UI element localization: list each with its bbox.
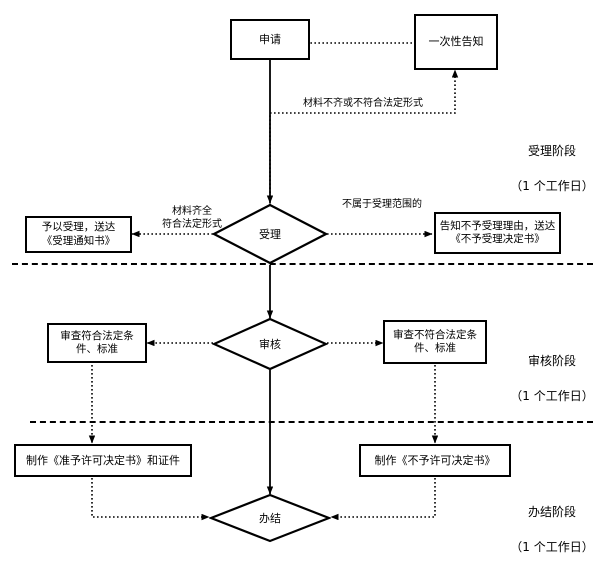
divider-accept-review bbox=[12, 263, 593, 265]
stage-label-accept: 受理阶段 （1 个工作日） bbox=[504, 126, 600, 213]
node-one-time-notice[interactable]: 一次性告知 bbox=[414, 14, 498, 70]
stage-label-finish-name: 办结阶段 bbox=[527, 505, 576, 520]
edge-label-materials-complete: 材料齐全 符合法定形式 bbox=[140, 192, 244, 231]
node-one-time-notice-label: 一次性告知 bbox=[428, 35, 484, 49]
node-apply[interactable]: 申请 bbox=[230, 19, 310, 60]
node-apply-label: 申请 bbox=[259, 32, 281, 46]
node-accept-no-label: 告知不予受理理由，送达《不予受理决定书》 bbox=[439, 219, 556, 245]
stage-label-accept-name: 受理阶段 bbox=[527, 144, 576, 159]
node-grant[interactable]: 制作《准予许可决定书》和证件 bbox=[14, 444, 192, 477]
node-review-pass[interactable]: 审查符合法定条 件、标准 bbox=[47, 323, 147, 363]
edge-deny-to-finish bbox=[330, 478, 436, 521]
stage-label-review: 审核阶段 （1 个工作日） bbox=[504, 336, 600, 423]
node-review-pass-label: 审查符合法定条 件、标准 bbox=[60, 329, 134, 355]
stage-label-finish-duration: （1 个工作日） bbox=[510, 540, 594, 555]
edge-label-materials-complete-text: 材料齐全 符合法定形式 bbox=[162, 206, 222, 230]
stage-label-review-duration: （1 个工作日） bbox=[510, 389, 594, 404]
edge-grant-to-finish bbox=[91, 478, 210, 521]
node-finish[interactable]: 办结 bbox=[209, 493, 331, 543]
edge-label-incomplete-text: 材料不齐或不符合法定形式 bbox=[303, 98, 423, 109]
edge-label-out-of-scope: 不属于受理范围的 bbox=[330, 198, 434, 211]
edge-label-out-of-scope-text: 不属于受理范围的 bbox=[342, 199, 422, 210]
node-accept-yes[interactable]: 予以受理，送达 《受理通知书》 bbox=[25, 216, 132, 253]
stage-label-accept-duration: （1 个工作日） bbox=[510, 179, 594, 194]
node-grant-label: 制作《准予许可决定书》和证件 bbox=[26, 453, 180, 467]
divider-review-finish bbox=[30, 421, 593, 423]
stage-label-finish: 办结阶段 （1 个工作日） bbox=[504, 487, 600, 564]
node-review-decision[interactable]: 审核 bbox=[212, 317, 328, 371]
diamond-shape-finish bbox=[209, 493, 331, 543]
node-review-fail[interactable]: 审查不符合法定条 件、标准 bbox=[383, 320, 487, 364]
stage-label-review-name: 审核阶段 bbox=[527, 354, 576, 369]
node-accept-no[interactable]: 告知不予受理理由，送达《不予受理决定书》 bbox=[434, 212, 561, 254]
edge-accept-to-notice bbox=[269, 69, 459, 205]
node-accept-yes-label: 予以受理，送达 《受理通知书》 bbox=[41, 221, 116, 247]
edge-label-incomplete-materials: 材料不齐或不符合法定形式 bbox=[288, 97, 438, 110]
node-review-fail-label: 审查不符合法定条 件、标准 bbox=[393, 328, 477, 354]
node-deny-label: 制作《不予许可决定书》 bbox=[374, 453, 496, 467]
diamond-shape-review bbox=[212, 317, 328, 371]
diamond-shape-accept bbox=[212, 203, 328, 265]
node-deny[interactable]: 制作《不予许可决定书》 bbox=[359, 444, 511, 477]
